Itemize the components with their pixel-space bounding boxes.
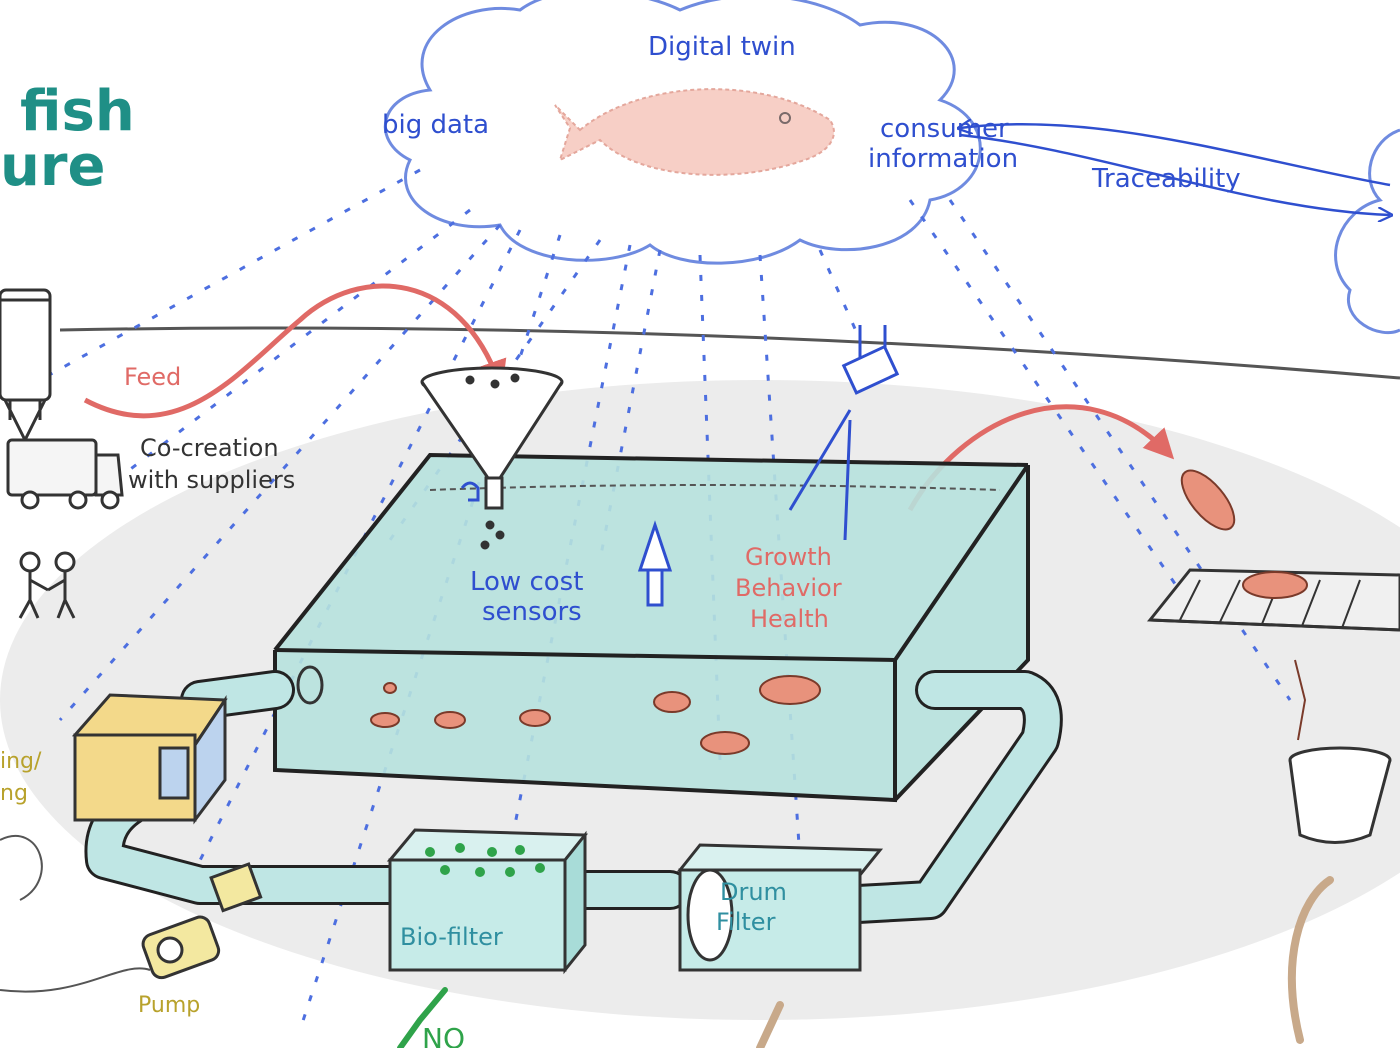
no-label: NO bbox=[422, 1022, 465, 1048]
left-partial-line-2: ng bbox=[0, 781, 28, 806]
consumer-label: consumer bbox=[880, 114, 1009, 144]
left-partial-line-1: ing/ bbox=[0, 749, 42, 774]
pipes bbox=[84, 670, 1063, 925]
pump-label: Pump bbox=[138, 993, 200, 1018]
cable bbox=[0, 835, 151, 993]
consumer-cloud-partial bbox=[1334, 128, 1400, 335]
digital-twin-fish bbox=[554, 88, 835, 176]
information-label: information bbox=[868, 144, 1018, 174]
silo-icon bbox=[0, 288, 52, 444]
big-data-label: big data bbox=[382, 110, 489, 140]
drum-filter-unit bbox=[676, 843, 884, 972]
pump-icon bbox=[141, 862, 263, 980]
traceability-arrow-right bbox=[959, 133, 1390, 215]
drum-filter-line-1: Drum bbox=[720, 878, 787, 906]
sensors-line-1: Low cost bbox=[470, 567, 583, 597]
ground-mark bbox=[756, 876, 1334, 1048]
conveyor-icon bbox=[1146, 568, 1400, 632]
traceability-label: Traceability bbox=[1091, 164, 1241, 194]
sensors-line-2: sensors bbox=[482, 597, 582, 627]
treatment-box bbox=[71, 693, 228, 825]
horizon-line bbox=[59, 326, 1400, 380]
sensor-probe-icon bbox=[460, 481, 673, 607]
cocreation-line-1: Co-creation bbox=[140, 434, 279, 462]
drum-filter-line-2: Filter bbox=[716, 908, 776, 936]
fish-tank bbox=[273, 452, 1030, 803]
checkmark-icon bbox=[397, 987, 448, 1048]
feed-arrow bbox=[83, 283, 507, 419]
growth-label: Growth bbox=[745, 543, 832, 571]
digital-twin-label: Digital twin bbox=[648, 32, 796, 62]
traceability-arrow-left bbox=[960, 124, 1391, 187]
camera-icon bbox=[788, 325, 900, 541]
bin-icon bbox=[1288, 746, 1392, 844]
behavior-label: Behavior bbox=[735, 574, 842, 602]
feed-label: Feed bbox=[124, 363, 181, 391]
biofilter-label: Bio-filter bbox=[400, 923, 503, 951]
fish-icon bbox=[370, 675, 821, 755]
fish-icon bbox=[1180, 469, 1308, 741]
biofilter-unit bbox=[386, 828, 589, 975]
health-label: Health bbox=[750, 605, 829, 633]
title-line-1: fish bbox=[20, 79, 135, 144]
funnel-icon bbox=[420, 366, 564, 550]
truck-icon bbox=[6, 438, 124, 510]
title-line-2: ure bbox=[0, 134, 105, 199]
cocreation-line-2: with suppliers bbox=[128, 466, 295, 494]
handshake-icon bbox=[18, 551, 76, 619]
